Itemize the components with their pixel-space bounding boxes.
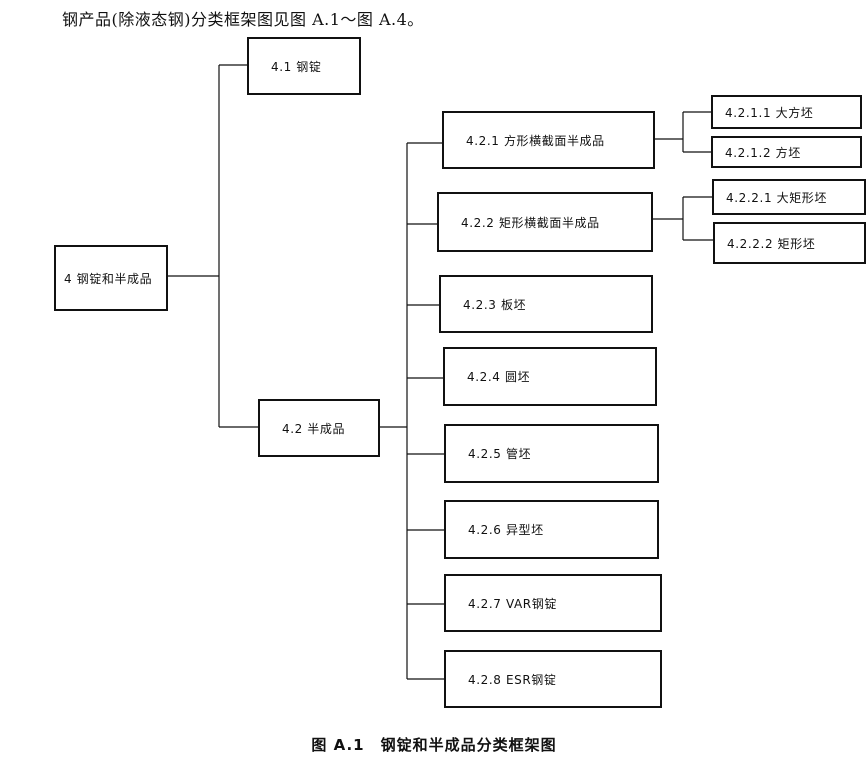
node-4-2-2-2-rectangular-billet: 4.2.2.2 矩形坯 xyxy=(713,222,866,264)
node-4-2-2-rectangular-section: 4.2.2 矩形横截面半成品 xyxy=(437,192,653,252)
node-4-2-semi-finished: 4.2 半成品 xyxy=(258,399,380,457)
node-4-1-ingots: 4.1 钢锭 xyxy=(247,37,361,95)
node-4-2-1-square-section: 4.2.1 方形横截面半成品 xyxy=(442,111,655,169)
node-4-2-5-tube-billet: 4.2.5 管坯 xyxy=(444,424,659,483)
node-4-2-8-esr-ingot: 4.2.8 ESR钢锭 xyxy=(444,650,662,708)
node-4-2-1-1-bloom: 4.2.1.1 大方坯 xyxy=(711,95,862,129)
figure-caption: 图 A.1 钢锭和半成品分类框架图 xyxy=(311,736,557,754)
node-4-ingots-and-semi-finished: 4 钢锭和半成品 xyxy=(54,245,168,311)
node-4-2-4-round-billet: 4.2.4 圆坯 xyxy=(443,347,657,406)
node-4-2-1-2-billet: 4.2.1.2 方坯 xyxy=(711,136,862,168)
node-4-2-3-slab: 4.2.3 板坯 xyxy=(439,275,653,333)
node-4-2-6-shaped-billet: 4.2.6 异型坯 xyxy=(444,500,659,559)
intro-text: 钢产品(除液态钢)分类框架图见图 A.1～图 A.4。 xyxy=(62,10,424,29)
node-4-2-7-var-ingot: 4.2.7 VAR钢锭 xyxy=(444,574,662,632)
node-4-2-2-1-large-rectangular-billet: 4.2.2.1 大矩形坯 xyxy=(712,179,866,215)
